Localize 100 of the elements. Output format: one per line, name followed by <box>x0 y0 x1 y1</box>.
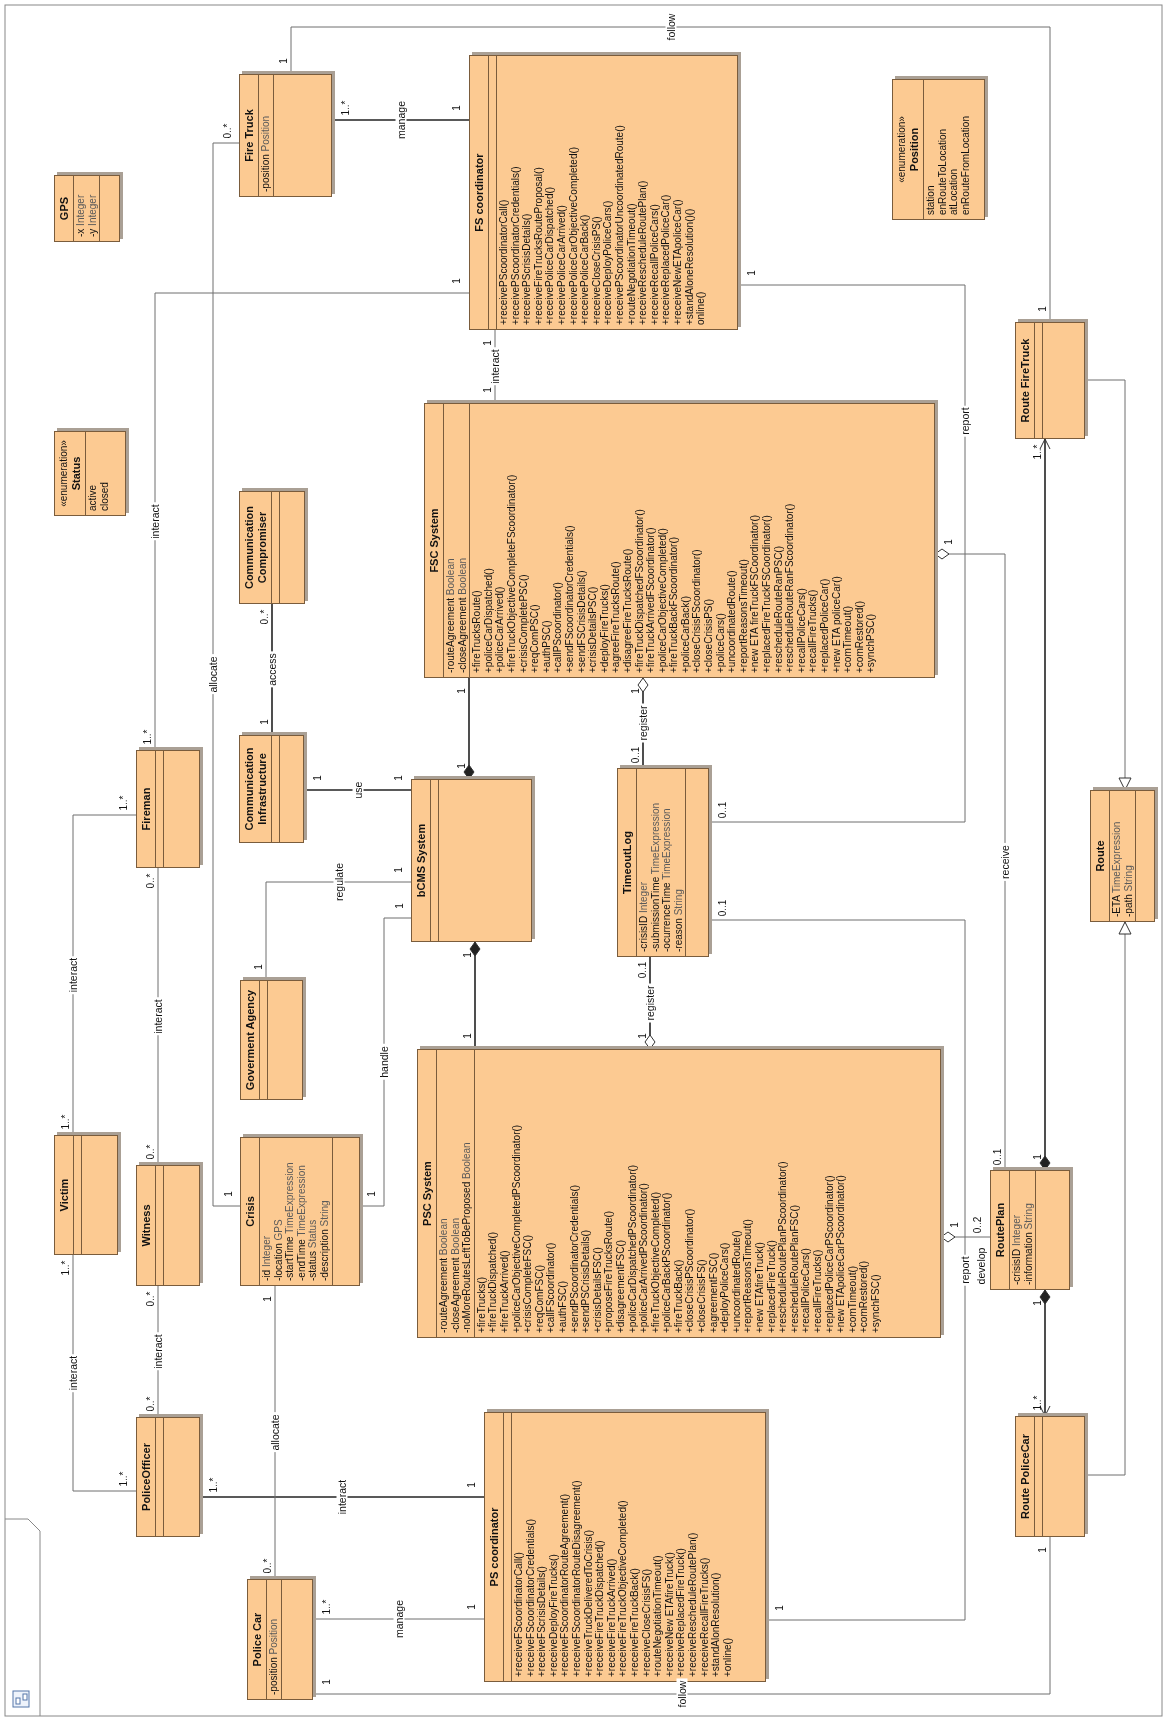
multiplicity-label: 1 <box>629 688 641 694</box>
operation-text: +recallFireTrucks() <box>807 589 819 673</box>
multiplicity-label: 1..* <box>59 1114 71 1130</box>
multiplicity-label: 0..* <box>144 1144 156 1160</box>
multiplicity-label: 0..1 <box>991 1148 1003 1166</box>
enum-literal: active <box>87 484 99 511</box>
attribute-text: -submissionTime TimeExpression <box>649 802 662 952</box>
edge-label: manage <box>395 99 406 141</box>
multiplicity-label: 1..* <box>117 795 129 811</box>
attribute-text: -crisisID Integer <box>638 881 650 952</box>
attribute-text: -ETA TimeExpression <box>1111 821 1123 917</box>
multiplicity-label: 1 <box>465 1482 477 1488</box>
class-name: Fire Truck <box>243 108 256 164</box>
operation-text: +comTimeout() <box>846 1265 859 1333</box>
multiplicity-label: 1..* <box>59 1260 71 1276</box>
enum-literal: closed <box>98 482 111 511</box>
class-name: GPS <box>58 195 71 223</box>
operation-text: +fireTruckDispatchedFScoordinator() <box>633 509 646 673</box>
multiplicity-label: 0..1 <box>716 899 728 917</box>
operation-text: +receiveRescheduleRoutePlan() <box>686 1532 699 1677</box>
operation-text: +fireTruckArrived() <box>498 1250 511 1333</box>
class-box <box>54 1135 118 1255</box>
multiplicity-label: 1..* <box>1031 444 1043 460</box>
operation-text: +closeCrisisPScoordinator() <box>684 1208 697 1333</box>
attribute-text: -endTime TimeExpression <box>295 1165 308 1281</box>
class-box <box>247 1579 313 1700</box>
edge-label: regulate <box>333 861 344 903</box>
multiplicity-label: 1..* <box>141 729 153 745</box>
edge-label: allocate <box>269 1412 281 1453</box>
operation-text: +policeCarDispatched() <box>482 568 495 673</box>
operation-text: +deployPoliceCars() <box>719 1242 731 1333</box>
multiplicity-label: 1 <box>392 775 404 781</box>
edge-label: manage <box>393 1598 404 1640</box>
operation-text: +receiveFireTruckBack() <box>628 1568 641 1677</box>
operation-text: +uncoordinatedRoute() <box>726 570 738 673</box>
class-name: Communication Infrastructure <box>243 746 269 833</box>
attribute-text: -reason String <box>672 889 685 952</box>
edge-label: follow <box>676 1678 687 1710</box>
class-box <box>240 1137 360 1286</box>
operation-text: +fireTruckObjectiveCompleted() <box>649 1191 662 1333</box>
class-box <box>136 1417 200 1537</box>
multiplicity-label: 1 <box>948 1222 960 1228</box>
multiplicity-label: 1 <box>636 1033 648 1039</box>
multiplicity-label: 0..* <box>221 123 233 139</box>
class-box <box>1015 1416 1085 1537</box>
stereotype-label: «enumeration» <box>896 115 908 185</box>
operation-text: +receivePoliceCarBack() <box>579 214 591 325</box>
operation-text: +receivePoliceCarArrived() <box>555 205 568 325</box>
class-box <box>136 1165 200 1286</box>
attribute-text: -closeAgreement Boolean <box>456 557 469 673</box>
operation-text: +receiveFScoordinatorRouteDisagreement() <box>570 1480 583 1677</box>
class-box <box>469 55 738 330</box>
multiplicity-label: 1 <box>461 952 473 958</box>
multiplicity-label: 1 <box>455 688 467 694</box>
operation-text: +receiveTruckDeliveredToCrisis() <box>582 1529 595 1677</box>
edge-label: receive <box>999 843 1011 881</box>
edge-label: interact <box>336 1477 348 1517</box>
operation-text: +fireTrucksRoute() <box>471 590 483 673</box>
edge-label: handle <box>378 1044 390 1080</box>
multiplicity-label: 0..1 <box>636 961 648 979</box>
multiplicity-label: 0..* <box>258 609 270 625</box>
operation-text: +receiveReplacedFireTruck() <box>675 1548 687 1677</box>
operation-text: +receiveFScoordinatorRouteAgreement() <box>559 1493 571 1677</box>
multiplicity-label: 1 <box>481 387 493 393</box>
edge-label: interact <box>152 1332 164 1371</box>
operation-text: +recallFireTrucks() <box>812 1249 824 1333</box>
edge-label: interact <box>67 955 79 995</box>
multiplicity-label: 1 <box>1031 1300 1043 1306</box>
multiplicity-label: 1 <box>252 964 264 970</box>
class-box <box>411 779 532 942</box>
multiplicity-label: 1 <box>465 1604 477 1610</box>
multiplicity-label: 0..2 <box>971 1216 983 1234</box>
class-box <box>484 1412 766 1682</box>
multiplicity-label: 1 <box>942 539 954 545</box>
class-name: FSC System <box>428 507 441 575</box>
attribute-text: -startTime TimeExpression <box>284 1162 296 1281</box>
attribute-text: -closeAgreement Boolean <box>449 1217 462 1333</box>
multiplicity-label: 1..* <box>1031 1395 1043 1411</box>
operation-text: +deployFireTrucks() <box>598 584 611 673</box>
operation-text: +policeCarObjectiveCompletedPScoordinator() <box>510 1124 523 1333</box>
operation-text: +crisisDetailsPSC() <box>587 586 599 673</box>
class-box <box>54 431 126 516</box>
multiplicity-label: 1 <box>455 763 467 769</box>
operation-text: +closeCrisisFScoordinator() <box>691 549 704 673</box>
attribute-text: -id Integer <box>261 1235 273 1281</box>
stereotype-label: «enumeration» <box>58 439 70 509</box>
operation-text: +routeNegotiationTimeout() <box>625 203 638 325</box>
multiplicity-label: 1 <box>1031 1154 1043 1160</box>
operation-text: +fireTruckBack() <box>672 1259 685 1333</box>
class-box <box>239 735 304 843</box>
enum-literal: atLocation <box>948 168 960 215</box>
edge-label: develop <box>975 1245 987 1287</box>
multiplicity-label: 0..* <box>144 1396 156 1412</box>
operation-text: +callPScoordinator() <box>552 582 564 673</box>
operation-text: +crisisCompleteFSC() <box>522 1234 534 1333</box>
class-box <box>990 1170 1070 1290</box>
multiplicity-label: 1..* <box>117 1471 129 1487</box>
attribute-text: -path String <box>1122 865 1135 917</box>
multiplicity-label: 1 <box>1036 306 1048 312</box>
multiplicity-label: 1 <box>261 1296 273 1302</box>
